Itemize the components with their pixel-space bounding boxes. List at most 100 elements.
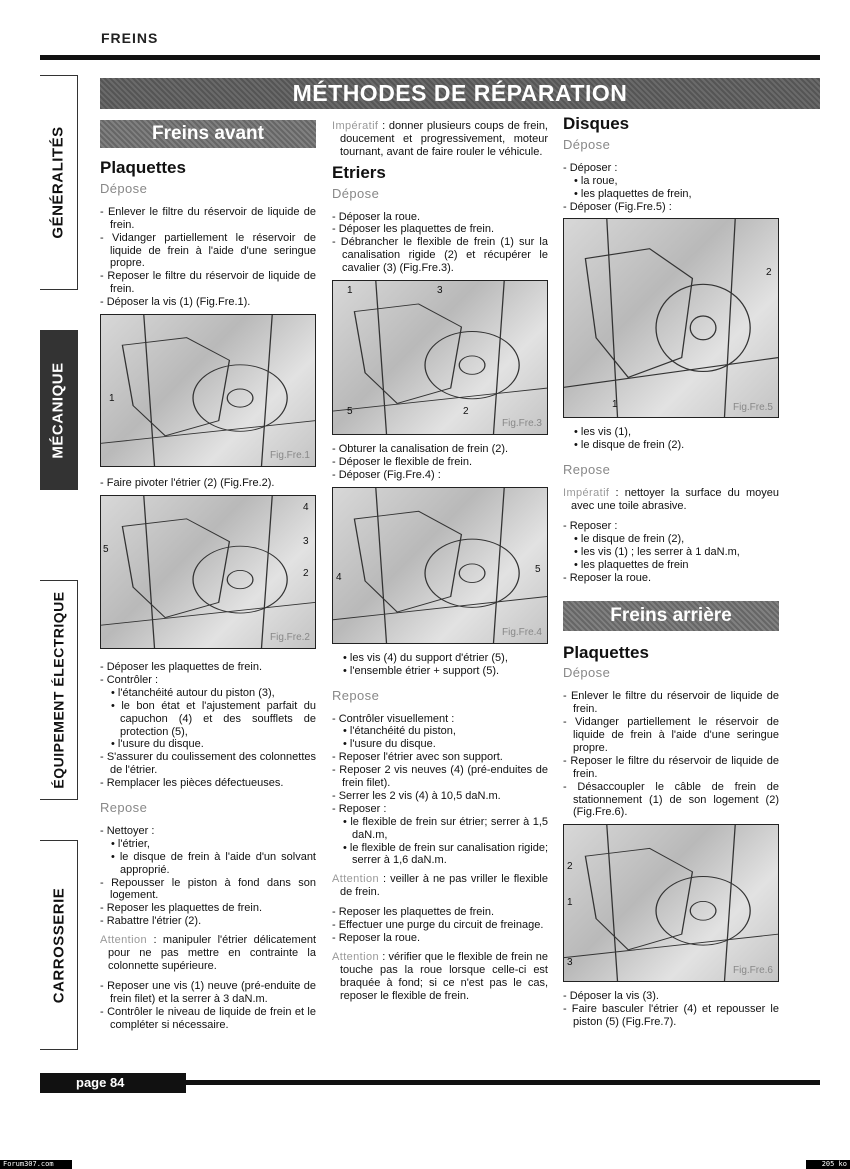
list-item: - Contrôler : — [100, 673, 159, 686]
tab-carrosserie[interactable]: CARROSSERIE — [40, 840, 78, 1050]
list-item: - Faire pivoter l'étrier (2) (Fig.Fre.2)… — [100, 477, 275, 490]
diagram-drawing — [564, 825, 778, 982]
callout-label: 3 — [567, 957, 573, 969]
list-item: - Contrôler le niveau de liquide de frei… — [100, 1005, 316, 1031]
figure-caption: Fig.Fre.1 — [269, 450, 310, 462]
divider — [186, 1080, 820, 1085]
note-text: : donner plusieurs coups de frein, douce… — [340, 120, 548, 158]
step-list: - Reposer une vis (1) neuve (pré-enduite… — [100, 980, 316, 1032]
list-item: - Déposer les plaquettes de frein. — [332, 223, 495, 236]
diagram-drawing — [333, 281, 547, 435]
file-size: 205 ko — [806, 1160, 850, 1169]
list-item: • les vis (4) du support d'étrier (5), — [343, 651, 508, 664]
step-list: - Obturer la canalisation de frein (2).-… — [332, 443, 548, 482]
list-item: - Serrer les 2 vis (4) à 10,5 daN.m. — [332, 789, 501, 802]
callout-label: 1 — [567, 897, 573, 909]
list-item: - Obturer la canalisation de frein (2). — [332, 443, 509, 456]
list-item: - Vidanger partiellement le réservoir de… — [563, 716, 779, 754]
list-item: - Reposer : — [563, 519, 618, 532]
note-keyword: Impératif — [563, 487, 610, 500]
list-item: - Reposer la roue. — [332, 932, 421, 944]
list-item: • le disque de frein à l'aide d'un solva… — [111, 850, 316, 876]
step-list: - Déposer :• la roue,• les plaquettes de… — [563, 162, 779, 214]
imperatif-note: Impératif : nettoyer la surface du moyeu… — [563, 487, 779, 513]
step-list: - Déposer la vis (3).- Faire basculer l'… — [563, 990, 779, 1029]
callout-label: 2 — [766, 267, 772, 279]
note-text: : manipuler l'étrier délicatement pour n… — [108, 934, 316, 972]
list-item: • le disque de frein (2). — [574, 439, 685, 452]
note-text: : nettoyer la surface du moyeu avec une … — [571, 487, 779, 513]
list-item: • le disque de frein (2), — [574, 532, 685, 545]
list-item: - Remplacer les pièces défectueuses. — [100, 777, 284, 790]
tab-mecanique[interactable]: MÉCANIQUE — [40, 330, 78, 490]
subheading-depose: Dépose — [563, 665, 611, 681]
list-item: • les vis (1) ; les serrer à 1 daN.m, — [574, 545, 740, 558]
heading-plaquettes-arriere: Plaquettes — [563, 642, 649, 662]
step-list: - Déposer la roue.- Déposer les plaquett… — [332, 211, 548, 276]
diagram-drawing — [101, 315, 315, 467]
subheading-depose: Dépose — [332, 185, 380, 201]
imperatif-note: Impératif : donner plusieurs coups de fr… — [332, 120, 548, 159]
list-item: - Reposer le filtre du réservoir de liqu… — [100, 270, 316, 296]
tab-label: ÉQUIPEMENT ÉLECTRIQUE — [50, 591, 67, 789]
list-item: - Vidanger partiellement le réservoir de… — [100, 231, 316, 270]
callout-label: 1 — [347, 285, 353, 297]
list-item: • les plaquettes de frein — [574, 558, 689, 571]
list-item: • le bon état et l'ajustement parfait du… — [111, 699, 316, 738]
step-list: • les vis (4) du support d'étrier (5),• … — [332, 652, 548, 678]
subheading-depose: Dépose — [100, 180, 148, 196]
list-item: - S'assurer du coulissement des colonnet… — [100, 751, 316, 777]
tab-equipement-electrique[interactable]: ÉQUIPEMENT ÉLECTRIQUE — [40, 580, 78, 800]
figure-caption: Fig.Fre.4 — [501, 626, 542, 638]
list-item: • le flexible de frein sur canalisation … — [343, 841, 549, 867]
list-item: - Déposer la vis (3). — [563, 990, 659, 1003]
list-item: • les vis (1), — [574, 426, 632, 439]
list-item: - Reposer la roue. — [563, 571, 652, 584]
callout-label: 2 — [463, 406, 469, 418]
step-list: - Déposer les plaquettes de frein.- Cont… — [100, 661, 316, 790]
callout-label: 3 — [437, 285, 443, 297]
list-item: - Déposer (Fig.Fre.4) : — [332, 468, 441, 481]
callout-label: 2 — [567, 861, 573, 873]
subheading-depose: Dépose — [563, 136, 611, 152]
figure-caption: Fig.Fre.3 — [501, 418, 542, 430]
diagram-drawing — [333, 487, 547, 643]
callout-label: 5 — [535, 563, 541, 575]
list-item: - Repousser le piston à fond dans son lo… — [100, 876, 316, 902]
step-list: - Enlever le filtre du réservoir de liqu… — [563, 690, 779, 819]
section-header: FREINS — [101, 30, 159, 46]
callout-label: 2 — [303, 567, 309, 579]
callout-label: 4 — [336, 571, 342, 583]
attention-note: Attention : manipuler l'étrier délicatem… — [100, 934, 316, 973]
note-keyword: Attention — [332, 950, 380, 963]
note-keyword: Attention — [332, 873, 380, 886]
section-bar: Freins arrière — [563, 600, 779, 631]
column-etriers: Impératif : donner plusieurs coups de fr… — [332, 120, 548, 1010]
divider — [40, 55, 820, 60]
callout-label: 5 — [347, 406, 353, 418]
section-bar: Freins avant — [100, 120, 316, 148]
step-list: • les vis (1),• le disque de frein (2). — [563, 426, 779, 452]
attention-note: Attention : veiller à ne pas vriller le … — [332, 873, 548, 899]
step-list: - Faire pivoter l'étrier (2) (Fig.Fre.2)… — [100, 477, 316, 490]
step-list: - Nettoyer :• l'étrier,• le disque de fr… — [100, 825, 316, 928]
heading-plaquettes: Plaquettes — [100, 158, 186, 177]
list-item: - Reposer une vis (1) neuve (pré-enduite… — [100, 979, 316, 1005]
attention-note: Attention : vérifier que le flexible de … — [332, 951, 548, 1003]
note-keyword: Attention — [100, 934, 148, 947]
callout-label: 5 — [103, 543, 109, 555]
list-item: - Déposer le flexible de frein. — [332, 455, 473, 468]
step-list: - Reposer :• le disque de frein (2),• le… — [563, 520, 779, 585]
list-item: - Déposer les plaquettes de frein. — [100, 660, 263, 673]
diagram-drawing — [101, 495, 315, 648]
list-item: • l'étanchéité du piston, — [343, 725, 456, 738]
tab-generalites[interactable]: GÉNÉRALITÉS — [40, 75, 78, 290]
step-list: - Enlever le filtre du réservoir de liqu… — [100, 206, 316, 309]
step-list: - Reposer les plaquettes de frein.- Effe… — [332, 906, 548, 945]
subheading-repose: Repose — [100, 800, 148, 816]
heading-etriers: Etriers — [332, 162, 386, 182]
